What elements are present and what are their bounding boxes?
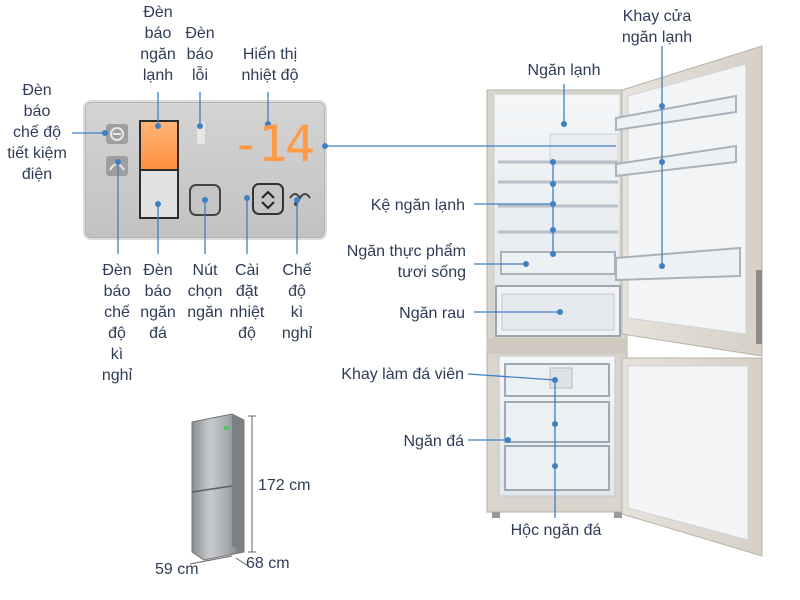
fridge-illustration <box>486 45 763 557</box>
leader-lines <box>72 46 663 518</box>
dimension-depth: 68 cm <box>246 555 290 572</box>
dimension-height: 172 cm <box>258 477 311 494</box>
temp-setting-button <box>252 183 284 215</box>
leader-ice-tray <box>467 373 556 381</box>
fridge-dimension-illustration <box>189 413 256 567</box>
fridge-indicator-light <box>139 120 179 172</box>
temperature-display: -14 <box>212 114 315 174</box>
label-vegetable: Ngăn rau <box>399 305 465 322</box>
leader-dots <box>102 103 665 469</box>
label-ice-tray: Khay làm đá viên <box>341 366 464 383</box>
display-value: -14 <box>230 115 315 173</box>
freezer-indicator-light <box>139 169 179 219</box>
label-shelf: Kệ ngăn lạnh <box>370 197 465 214</box>
label-freezer: Ngăn đá <box>403 433 465 450</box>
dimension-width: 59 cm <box>155 561 199 578</box>
holiday-icon <box>106 156 128 176</box>
label-fridge-compartment: Ngăn lạnh <box>527 62 601 79</box>
label-freezer-drawer: Hộc ngăn đá <box>510 522 602 539</box>
panel-icons <box>106 120 311 219</box>
